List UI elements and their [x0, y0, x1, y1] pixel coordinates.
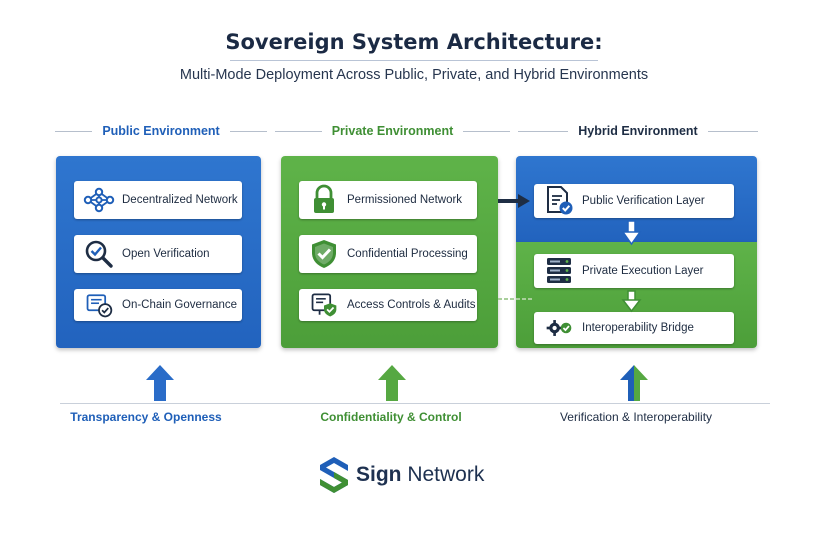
hybrid-card-public-verification-layer: Public Verification Layer — [534, 184, 734, 218]
heading-rule-right — [707, 130, 758, 132]
heading-rule-left — [55, 130, 93, 132]
card-label: Confidential Processing — [347, 248, 468, 260]
page-subtitle: Multi-Mode Deployment Across Public, Pri… — [179, 67, 649, 83]
hybrid-footer-label: Verification & Interoperability — [559, 410, 713, 424]
public-heading: Public Environment — [55, 121, 268, 141]
document-verify-icon — [547, 186, 573, 215]
card-label: Permissioned Network — [347, 194, 463, 206]
hybrid-up-arrow — [620, 365, 648, 401]
private-heading-label: Private Environment — [331, 124, 454, 138]
brand-logo: Sign Network — [318, 456, 484, 494]
hybrid-card-private-execution-layer: Private Execution Layer — [534, 254, 734, 288]
card-label: On-Chain Governance — [122, 299, 238, 311]
public-card-decentralized-network: Decentralized Network — [74, 181, 242, 219]
card-label: Private Execution Layer — [582, 265, 704, 277]
card-label: Open Verification — [122, 248, 210, 260]
private-card-permissioned-network: Permissioned Network — [299, 181, 477, 219]
private-up-arrow — [378, 365, 406, 401]
heading-rule-left — [518, 130, 569, 132]
public-card-open-verification: Open Verification — [74, 235, 242, 273]
private-card-access-controls-audits: Access Controls & Audits — [299, 289, 477, 321]
gears-bridge-icon — [546, 320, 572, 336]
heading-rule-right — [463, 130, 511, 132]
private-heading: Private Environment — [275, 121, 511, 141]
card-label: Decentralized Network — [122, 194, 238, 206]
public-panel: Decentralized Network Open Verification … — [56, 156, 261, 348]
private-footer-label: Confidentiality & Control — [320, 410, 462, 424]
heading-rule-left — [275, 130, 322, 132]
page-title: Sovereign System Architecture: — [225, 30, 603, 54]
server-stack-icon — [547, 258, 571, 283]
shield-check-icon — [312, 240, 336, 268]
magnifier-check-icon — [85, 240, 113, 268]
public-card-on-chain-governance: On-Chain Governance — [74, 289, 242, 321]
sign-network-logo-icon — [320, 457, 348, 493]
document-check-icon — [86, 294, 113, 318]
audit-screen-check-icon — [311, 293, 337, 317]
hybrid-heading-label: Hybrid Environment — [578, 124, 698, 138]
brand-name-bold: Sign — [356, 463, 402, 486]
padlock-icon — [314, 184, 334, 213]
brand-name-rest: Network — [401, 463, 485, 486]
public-heading-label: Public Environment — [102, 124, 220, 138]
hybrid-card-interoperability-bridge: Interoperability Bridge — [534, 312, 734, 344]
bottom-divider — [60, 403, 770, 404]
hybrid-heading: Hybrid Environment — [518, 121, 758, 141]
card-label: Public Verification Layer — [582, 195, 705, 207]
heading-rule-right — [229, 130, 268, 132]
title-underline — [230, 60, 598, 61]
card-label: Interoperability Bridge — [582, 322, 694, 334]
private-panel: Permissioned Network Confidential Proces… — [281, 156, 498, 348]
public-footer-label: Transparency & Openness — [70, 410, 222, 424]
public-up-arrow — [146, 365, 174, 401]
private-card-confidential-processing: Confidential Processing — [299, 235, 477, 273]
network-nodes-icon — [83, 187, 115, 213]
brand-name: Sign Network — [356, 463, 484, 487]
card-label: Access Controls & Audits — [347, 299, 476, 311]
